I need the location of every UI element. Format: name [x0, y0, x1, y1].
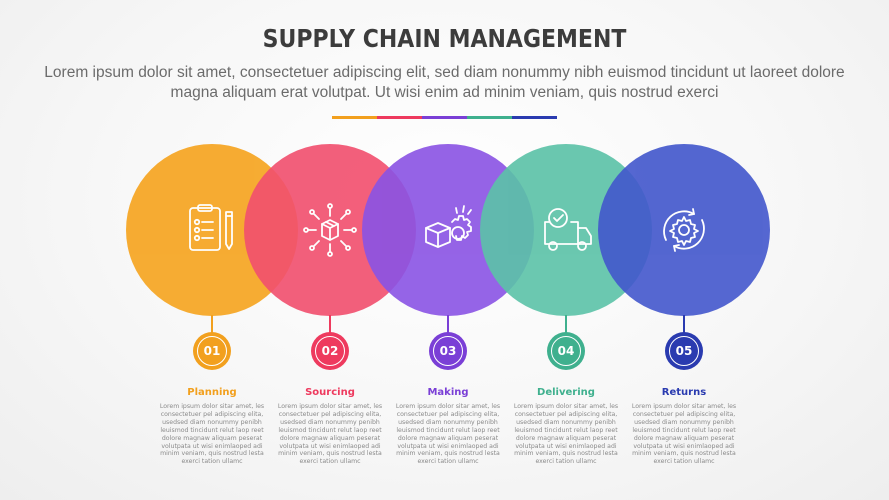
connector-line-01 [211, 315, 213, 333]
step-label-planning: Planning [187, 387, 237, 398]
divider-segment-pink [377, 116, 422, 119]
box-network-icon [303, 203, 357, 257]
divider-segment-teal [467, 116, 512, 119]
step-label-delivering: Delivering [537, 387, 595, 398]
step-description-delivering: Lorem ipsum dolor sitar amet, les consec… [513, 403, 619, 466]
step-badge-04: 04 [547, 332, 585, 370]
step-description-sourcing: Lorem ipsum dolor sitar amet, les consec… [277, 403, 383, 466]
step-badge-02: 02 [311, 332, 349, 370]
clipboard-checklist-icon [189, 204, 233, 251]
color-divider [332, 116, 557, 119]
connector-line-05 [683, 315, 685, 333]
connector-line-02 [329, 315, 331, 333]
step-badge-01: 01 [193, 332, 231, 370]
gear-cycle-icon [663, 208, 705, 252]
page-subtitle: Lorem ipsum dolor sit amet, consectetuer… [44, 64, 845, 101]
divider-segment-purple [422, 116, 467, 119]
divider-segment-orange [332, 116, 377, 119]
step-number: 05 [669, 336, 699, 366]
step-description-returns: Lorem ipsum dolor sitar amet, les consec… [631, 403, 737, 466]
step-badge-05: 05 [665, 332, 703, 370]
step-label-returns: Returns [661, 387, 707, 398]
step-badge-03: 03 [429, 332, 467, 370]
step-circle-returns [598, 144, 770, 316]
step-number: 01 [197, 336, 227, 366]
connector-line-04 [565, 315, 567, 333]
box-gear-icon [425, 205, 472, 248]
delivery-truck-check-icon [544, 208, 592, 251]
step-number: 03 [433, 336, 463, 366]
connector-line-03 [447, 315, 449, 333]
step-description-making: Lorem ipsum dolor sitar amet, les consec… [395, 403, 501, 466]
step-number: 02 [315, 336, 345, 366]
page-title: SUPPLY CHAIN MANAGEMENT [262, 24, 627, 53]
step-description-planning: Lorem ipsum dolor sitar amet, les consec… [159, 403, 265, 466]
step-label-sourcing: Sourcing [305, 387, 355, 398]
divider-segment-blue [512, 116, 557, 119]
step-number: 04 [551, 336, 581, 366]
step-label-making: Making [427, 387, 469, 398]
